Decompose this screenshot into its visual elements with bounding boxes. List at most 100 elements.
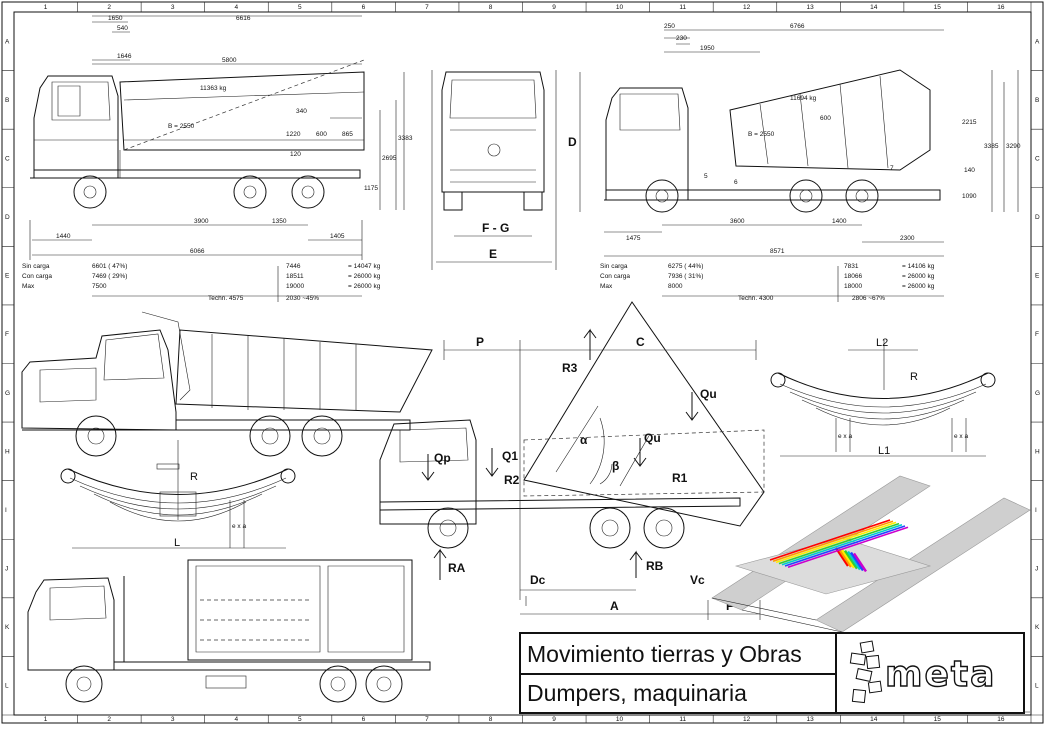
border-col-label: 7: [425, 4, 429, 11]
force-diagram-cab: [379, 419, 477, 525]
dumper-w-total-3: = 26000 kg: [348, 283, 381, 290]
fd-label-alpha: α: [580, 433, 588, 447]
border-col-label: 3: [171, 716, 175, 723]
fd-label-qp: Qp: [434, 451, 451, 465]
mixer-w-front-2: 7936 ( 31%): [668, 273, 703, 280]
border-row-label: E: [1035, 273, 1040, 280]
dumper-dim-right-5: 120: [290, 151, 301, 158]
dumper-wheels: [73, 175, 325, 209]
border-col-label: 11: [679, 4, 686, 11]
border-col-label: 2: [107, 716, 111, 723]
mixer-b: B = 2550: [748, 131, 775, 138]
dumper-w-footer-1: Techn. 4575: [208, 295, 244, 302]
dumper-w-rear-3: 19000: [286, 283, 304, 290]
border-row-label: A: [1035, 38, 1040, 45]
spring-right-label-r: R: [910, 371, 918, 383]
fd-label-a: A: [610, 599, 619, 613]
dumper-dim-bottom-2: 1350: [272, 218, 287, 225]
fd-label-r3: R3: [562, 361, 578, 375]
arrow-qu-2: [633, 438, 647, 467]
stress-band: [787, 526, 909, 568]
logo-stones-icon: [849, 640, 883, 704]
dumper-w-total-1: = 14047 kg: [348, 263, 381, 270]
title-block: Movimiento tierras y Obras Dumpers, maqu…: [519, 632, 837, 714]
border-row-label: L: [5, 683, 9, 690]
dumper-dim-right-6: 3383: [398, 135, 413, 142]
dumper-body: [119, 71, 365, 151]
border-col-label: 1: [44, 4, 48, 11]
border-col-label: 16: [997, 716, 1005, 723]
mixer-weights-table: Sin carga Con carga Max 6275 ( 44%) 7936…: [600, 263, 944, 302]
border-col-label: 5: [298, 4, 302, 11]
mixer-dim-top-4: 6766: [790, 23, 805, 30]
mixer-mass: 11694 kg: [790, 95, 817, 102]
mixer-dim-bottom-1: 3600: [730, 218, 745, 225]
mixer-dim-right-4: 3290: [1006, 143, 1021, 150]
border-col-label: 15: [934, 4, 942, 11]
border-col-label: 2: [107, 4, 111, 11]
border-col-label: 13: [807, 4, 815, 11]
front-label-fg: F - G: [482, 221, 509, 235]
border-col-label: 1: [44, 716, 48, 723]
border-col-label: 14: [870, 4, 878, 11]
spring-right-label-exa-2: e x a: [954, 433, 968, 440]
border-row-label: G: [5, 390, 10, 397]
dumper-w-rear-1: 7446: [286, 263, 301, 270]
stress-band-cross: [841, 549, 855, 569]
border-col-label: 9: [552, 716, 556, 723]
title-line-1: Movimiento tierras y Obras: [521, 634, 835, 675]
logo-text: meta: [884, 653, 997, 695]
border-col-label: 12: [743, 4, 751, 11]
dumper-dim-right-2: 1220: [286, 131, 301, 138]
border-col-label: 7: [425, 716, 429, 723]
dumper-dim-bottom-5: 6066: [190, 248, 205, 255]
title-line-2: Dumpers, maquinaria: [527, 680, 747, 706]
fd-label-rb: RB: [646, 559, 664, 573]
stress-band: [784, 525, 906, 567]
border-col-label: 8: [489, 4, 493, 11]
border-col-label: 10: [616, 716, 624, 723]
spring-right-label-exa-1: e x a: [838, 433, 852, 440]
border-row-label: C: [1035, 155, 1040, 162]
mixer-dim-right-5: 140: [964, 167, 975, 174]
tipper-body: [175, 329, 433, 413]
arrow-ra: [433, 548, 447, 580]
mixer-w-total-1: = 14106 kg: [902, 263, 935, 270]
stress-band: [781, 524, 903, 566]
flatbed-cab: [27, 577, 115, 671]
dumper-dim-right-4: 865: [342, 131, 353, 138]
border-col-label: 4: [234, 716, 238, 723]
fd-label-p: P: [476, 335, 484, 349]
fd-label-q1: Q1: [502, 449, 518, 463]
dumper-w-front-3: 7500: [92, 283, 107, 290]
mixer-dim-right-6: 1090: [962, 193, 977, 200]
leaf-spring-left: R e x a L: [60, 440, 296, 549]
flatbed-truck-view: [27, 559, 431, 703]
dumper-dim-bottom-3: 1440: [56, 233, 71, 240]
mixer-dim-right-1: 600: [820, 115, 831, 122]
border-row-label: H: [1035, 448, 1040, 455]
arrow-r3: [583, 328, 597, 360]
mixer-dim-bottom-3: 1475: [626, 235, 641, 242]
dumper-dim-right-7: 2695: [382, 155, 397, 162]
mixer-w-rear-3: 18000: [844, 283, 862, 290]
tipper-wheels: [75, 415, 343, 457]
dumper-dim-top-4: 1646: [117, 53, 132, 60]
dumper-dim-right-3: 600: [316, 131, 327, 138]
stress-band: [775, 521, 897, 564]
mixer-cab: [605, 87, 689, 201]
dumper-dim-right-1: 340: [296, 108, 307, 115]
stress-band-cross: [844, 550, 858, 570]
dumper-w-row-1: Sin carga: [22, 263, 50, 270]
arrow-qp: [421, 454, 435, 481]
stress-color-bands: [769, 519, 909, 573]
dumper-w-row-2: Con carga: [22, 273, 52, 280]
border-col-label: 16: [997, 4, 1005, 11]
front-view: D F - G E: [431, 70, 581, 270]
front-label-e: E: [489, 247, 497, 261]
column-labels: 1122334455667788991010111112121313141415…: [44, 4, 1005, 723]
chassis-frame-3d: [711, 475, 1031, 633]
mixer-w-front-1: 6275 ( 44%): [668, 263, 703, 270]
